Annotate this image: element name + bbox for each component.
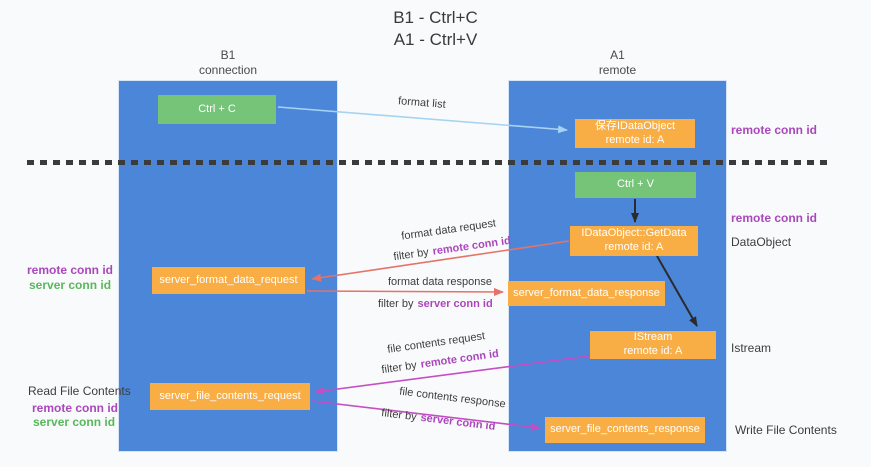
label-istream: Istream xyxy=(731,341,772,355)
node-server-format-data-response-label: server_format_data_response xyxy=(513,286,660,299)
filter-by-text: filter by xyxy=(380,407,418,424)
label-remote-conn-id-left-1: remote conn id xyxy=(27,263,114,277)
remote-conn-id-text: remote conn id xyxy=(431,234,512,258)
lane-a1-name: A1 xyxy=(610,48,625,62)
node-getdata-line1: IDataObject::GetData xyxy=(581,227,687,240)
separator-dashed-line xyxy=(27,160,833,165)
filter-by-text: filter by xyxy=(392,246,430,264)
node-server-file-contents-request: server_file_contents_request xyxy=(150,383,310,410)
node-save-dataobject-line2: remote id: A xyxy=(605,133,665,146)
label-format-data-response: format data response xyxy=(388,276,492,288)
node-server-file-contents-request-label: server_file_contents_request xyxy=(159,389,301,402)
diagram-title: B1 - Ctrl+C A1 - Ctrl+V xyxy=(0,7,871,52)
node-getdata-line2: remote id: A xyxy=(604,241,664,253)
lane-b1-name: B1 xyxy=(220,48,236,62)
node-istream-line1: IStream xyxy=(633,331,673,344)
lane-header-a1: A1 remote xyxy=(508,48,727,78)
node-ctrl-v: Ctrl + V xyxy=(575,172,696,198)
node-ctrl-v-label: Ctrl + V xyxy=(617,178,654,191)
node-istream-line2: remote id: A xyxy=(623,345,683,357)
node-save-dataobject: 保存IDataObject remote id: A xyxy=(575,119,695,148)
remote-conn-id-text: remote conn id xyxy=(419,347,500,371)
lane-a1-role: remote xyxy=(598,63,637,77)
node-save-dataobject-line1: 保存IDataObject xyxy=(594,119,676,132)
node-getdata: IDataObject::GetData remote id: A xyxy=(570,226,698,256)
node-server-file-contents-response: server_file_contents_response xyxy=(545,417,705,443)
label-read-file-contents: Read File Contents xyxy=(28,384,131,398)
label-file-contents-response: file contents response xyxy=(398,385,507,411)
filter-by-text: filter by xyxy=(380,359,418,377)
label-write-file-contents: Write File Contents xyxy=(735,423,837,437)
lane-header-b1: B1 connection xyxy=(118,48,338,78)
server-conn-id-text: server conn id xyxy=(419,411,496,433)
node-server-format-data-request: server_format_data_request xyxy=(152,267,305,294)
label-format-list: format list xyxy=(397,95,447,111)
label-server-conn-id-left-2: server conn id xyxy=(33,415,116,429)
node-server-file-contents-response-label: server_file_contents_response xyxy=(550,423,700,436)
node-ctrl-c: Ctrl + C xyxy=(158,95,276,124)
node-server-format-data-request-label: server_format_data_request xyxy=(159,273,298,286)
label-server-conn-id-left-1: server conn id xyxy=(29,278,112,292)
server-conn-id-text: server conn id xyxy=(417,298,493,310)
label-remote-conn-id-right-2: remote conn id xyxy=(731,211,818,225)
label-remote-conn-id-left-2: remote conn id xyxy=(32,401,119,415)
title-line-b1: B1 - Ctrl+C xyxy=(393,8,478,27)
filter-by-text: filter by xyxy=(378,298,414,310)
node-server-format-data-response: server_format_data_response xyxy=(508,281,665,306)
lane-b1-role: connection xyxy=(198,63,258,77)
title-line-a1: A1 - Ctrl+V xyxy=(393,30,478,50)
node-istream: IStream remote id: A xyxy=(590,331,716,359)
label-remote-conn-id-right-1: remote conn id xyxy=(731,123,818,137)
label-dataobject: DataObject xyxy=(731,235,792,249)
node-ctrl-c-label: Ctrl + C xyxy=(198,102,236,115)
